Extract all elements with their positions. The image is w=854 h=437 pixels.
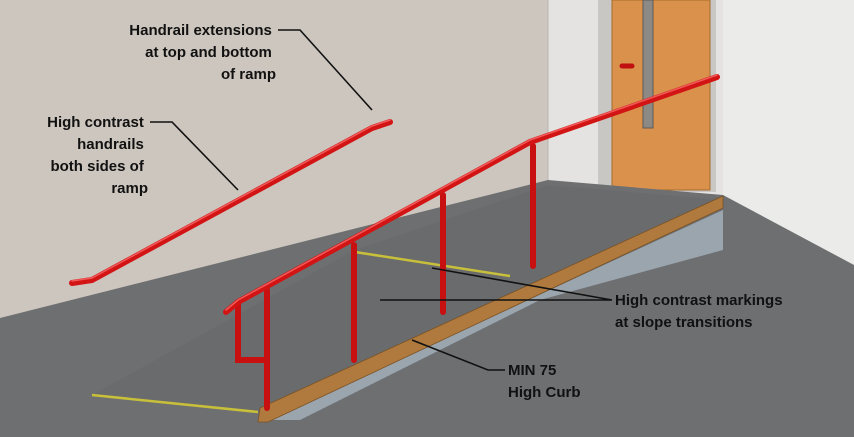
label-handrails: High contrast handrails both sides of ra…: [47, 114, 148, 197]
leader-markings: [380, 267, 613, 301]
handrail-return: [235, 299, 270, 363]
label-markings: High contrast markings at slope transiti…: [615, 292, 787, 331]
leader-handrails: [150, 121, 239, 191]
ramp-handrail-upper: [223, 74, 720, 315]
marking-top: [354, 250, 511, 278]
door-window: [642, 0, 654, 129]
wall-handrail: [69, 119, 393, 286]
curb: [257, 195, 724, 423]
leader-curb: [411, 339, 505, 371]
label-curb: MIN 75 High Curb: [508, 362, 581, 401]
ramp-surface: [92, 185, 723, 412]
leader-extensions: [278, 29, 373, 111]
marking-bottom: [91, 393, 259, 414]
label-extensions: Handrail extensions at top and bottom of…: [129, 22, 276, 83]
